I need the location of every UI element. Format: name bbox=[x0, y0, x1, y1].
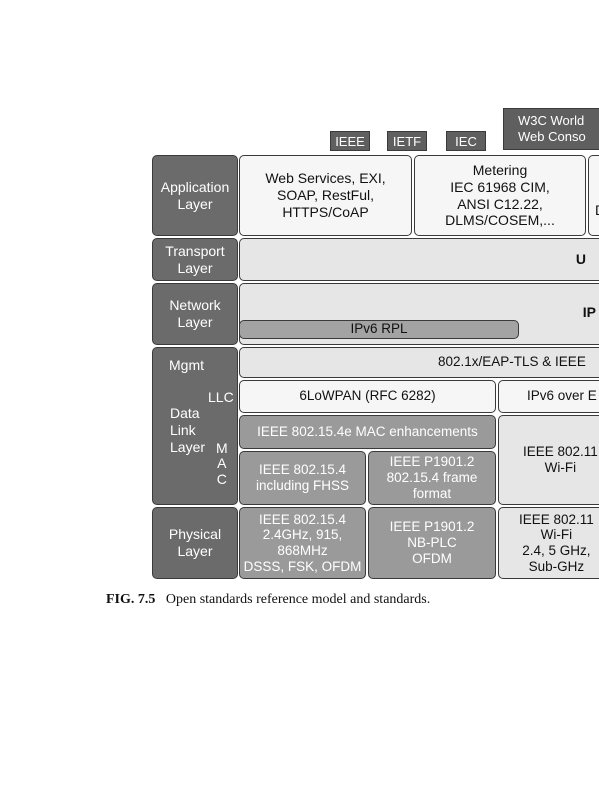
cell-ipv6-over: IPv6 over E bbox=[498, 380, 599, 413]
cell-app-right-label: D bbox=[595, 202, 599, 219]
cell-phy-80211: IEEE 802.11 Wi-Fi 2.4, 5 GHz, Sub-GHz bbox=[498, 507, 599, 579]
layer-transport-label: Transport Layer bbox=[165, 242, 225, 276]
cell-802154-fhss-label: IEEE 802.15.4 including FHSS bbox=[255, 461, 350, 493]
layer-physical-label: Physical Layer bbox=[168, 526, 222, 559]
figure-caption-text: Open standards reference model and stand… bbox=[165, 592, 431, 607]
cell-phy-802154-label: IEEE 802.15.4 2.4GHz, 915, 868MHz DSSS, … bbox=[243, 511, 362, 574]
cell-phy-p1901-label: IEEE P1901.2 NB-PLC OFDM bbox=[389, 518, 475, 567]
cell-ipv6-rpl: IPv6 RPL bbox=[239, 320, 519, 339]
org-iec-label: IEC bbox=[455, 133, 477, 149]
cell-phy-80211-label: IEEE 802.11 Wi-Fi 2.4, 5 GHz, Sub-GHz bbox=[519, 511, 594, 574]
cell-ipv6-rpl-label: IPv6 RPL bbox=[350, 321, 408, 337]
layer-mac-label: M A C bbox=[216, 440, 228, 487]
org-ietf: IETF bbox=[387, 131, 427, 151]
cell-mgmt-label: 802.1x/EAP-TLS & IEEE bbox=[438, 354, 586, 370]
cell-phy-p1901: IEEE P1901.2 NB-PLC OFDM bbox=[368, 507, 496, 579]
layer-network-label: Network Layer bbox=[169, 297, 221, 330]
cell-metering-label: Metering IEC 61968 CIM, ANSI C12.22, DLM… bbox=[445, 161, 555, 229]
cell-6lowpan-label: 6LoWPAN (RFC 6282) bbox=[299, 388, 436, 404]
figure-caption: FIG. 7.5 Open standards reference model … bbox=[106, 592, 430, 608]
cell-network-label: IP bbox=[582, 303, 596, 320]
figure-caption-label: FIG. 7.5 bbox=[106, 592, 156, 607]
cell-metering: Metering IEC 61968 CIM, ANSI C12.22, DLM… bbox=[414, 155, 586, 236]
cell-80211-wifi: IEEE 802.11 Wi-Fi bbox=[498, 415, 599, 505]
org-ieee-label: IEEE bbox=[335, 133, 365, 149]
cell-802154-fhss: IEEE 802.15.4 including FHSS bbox=[239, 451, 366, 505]
layer-physical: Physical Layer bbox=[152, 507, 238, 579]
layer-llc-label: LLC bbox=[208, 389, 234, 405]
cell-app-right: D bbox=[588, 155, 599, 236]
cell-6lowpan: 6LoWPAN (RFC 6282) bbox=[239, 380, 496, 413]
org-ietf-label: IETF bbox=[392, 133, 422, 149]
layer-network: Network Layer bbox=[152, 283, 238, 345]
cell-transport: U bbox=[239, 238, 599, 281]
org-w3c: W3C World Web Conso bbox=[503, 108, 599, 150]
cell-ipv6-over-label: IPv6 over E bbox=[527, 388, 597, 404]
layer-mgmt-datalink bbox=[152, 347, 238, 505]
layer-application-label: Application Layer bbox=[160, 178, 230, 212]
layer-data-link-label: Data Link Layer bbox=[170, 405, 206, 455]
cell-mac-enh: IEEE 802.15.4e MAC enhancements bbox=[239, 415, 496, 449]
cell-p1901-frame: IEEE P1901.2 802.15.4 frame format bbox=[368, 451, 496, 505]
cell-web-services-label: Web Services, EXI, SOAP, RestFul, HTTPS/… bbox=[265, 170, 386, 220]
cell-web-services: Web Services, EXI, SOAP, RestFul, HTTPS/… bbox=[239, 155, 412, 236]
cell-mgmt: 802.1x/EAP-TLS & IEEE bbox=[239, 347, 599, 378]
org-w3c-label: W3C World Web Conso bbox=[518, 112, 586, 144]
cell-transport-label: U bbox=[575, 251, 586, 268]
layer-application: Application Layer bbox=[152, 155, 238, 236]
layer-transport: Transport Layer bbox=[152, 238, 238, 281]
cell-phy-802154: IEEE 802.15.4 2.4GHz, 915, 868MHz DSSS, … bbox=[239, 507, 366, 579]
org-iec: IEC bbox=[446, 131, 486, 151]
cell-mac-enh-label: IEEE 802.15.4e MAC enhancements bbox=[257, 423, 478, 439]
cell-80211-wifi-label: IEEE 802.11 Wi-Fi bbox=[523, 443, 598, 475]
layer-mgmt-label: Mgmt bbox=[169, 357, 204, 373]
org-ieee: IEEE bbox=[330, 131, 370, 151]
cell-p1901-frame-label: IEEE P1901.2 802.15.4 frame format bbox=[386, 453, 478, 502]
